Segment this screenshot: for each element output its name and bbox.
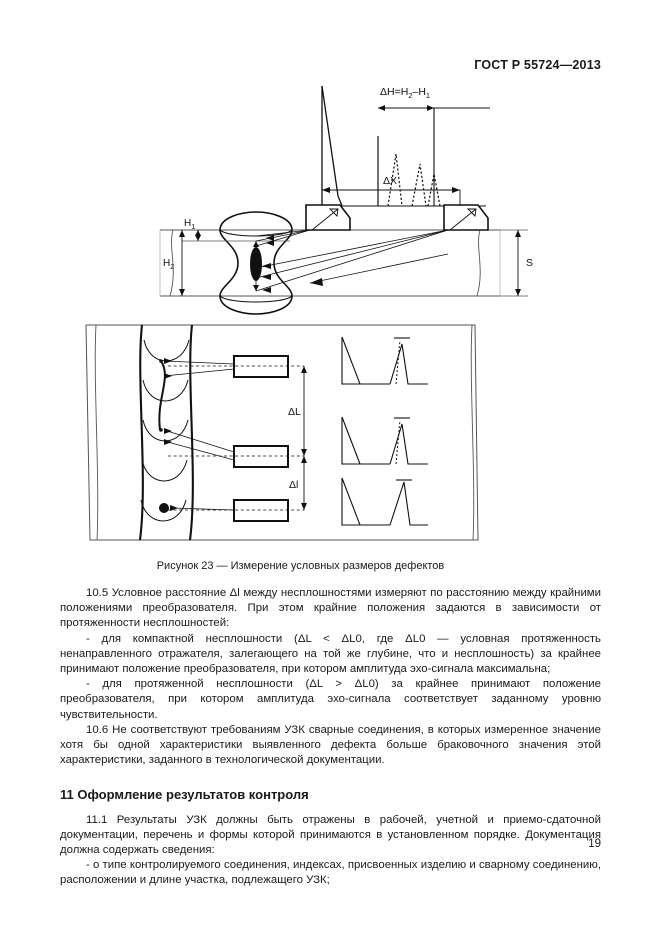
figure-23: ΔH=H2–H1 ΔX: [60, 78, 601, 568]
probe-position-3: [233, 499, 289, 522]
probe-2: [443, 204, 489, 231]
label-h2: H2: [163, 258, 174, 271]
paragraph-dash-3: - о типе контролируемого соединения, инд…: [60, 859, 601, 887]
weld-cross-section: H1 H2 S: [159, 204, 533, 315]
beam-lines: [253, 229, 449, 293]
paragraph-dash-1: - для компактной несплошности (ΔL < ΔL0,…: [60, 632, 601, 676]
probe-1: [305, 204, 351, 231]
section-11-title: 11 Оформление результатов контроля: [60, 787, 309, 803]
probe-position-1: [233, 355, 289, 378]
label-h1: H1: [184, 218, 195, 231]
ascan-2: [341, 416, 428, 465]
label-delta-x: ΔX: [383, 175, 397, 187]
paragraph-10-5: 10.5 Условное расстояние Δl между неспло…: [60, 587, 601, 630]
top-ascan-group: ΔH=H2–H1: [321, 85, 490, 207]
bottom-panel: ΔL Δl: [85, 324, 479, 541]
paragraph-11-1: 11.1 Результаты УЗК должны быть отражены…: [60, 813, 601, 857]
paragraph-dash-2: - для протяженной несплошности (ΔL > ΔL0…: [60, 678, 601, 721]
label-delta-h: ΔH=H2–H1: [380, 86, 430, 100]
ascan-1: [341, 336, 428, 385]
label-s: S: [526, 257, 533, 269]
figure-23-svg: ΔH=H2–H1 ΔX: [85, 85, 533, 541]
body-text: 10.5 Условное расстояние Δl между неспло…: [60, 586, 601, 889]
label-delta-L: ΔL: [288, 406, 301, 418]
page-header: ГОСТ Р 55724—2013: [474, 58, 601, 72]
ascan-3: [341, 477, 428, 526]
delta-x-dimension: ΔX: [321, 175, 461, 226]
page-number: 19: [588, 838, 601, 850]
label-delta-l: Δl: [289, 479, 298, 491]
figure-caption: Рисунок 23 — Измерение условных размеров…: [156, 560, 445, 572]
probe-position-2: [233, 445, 289, 468]
paragraph-10-6: 10.6 Не соответствуют требованиям УЗК св…: [60, 723, 601, 767]
